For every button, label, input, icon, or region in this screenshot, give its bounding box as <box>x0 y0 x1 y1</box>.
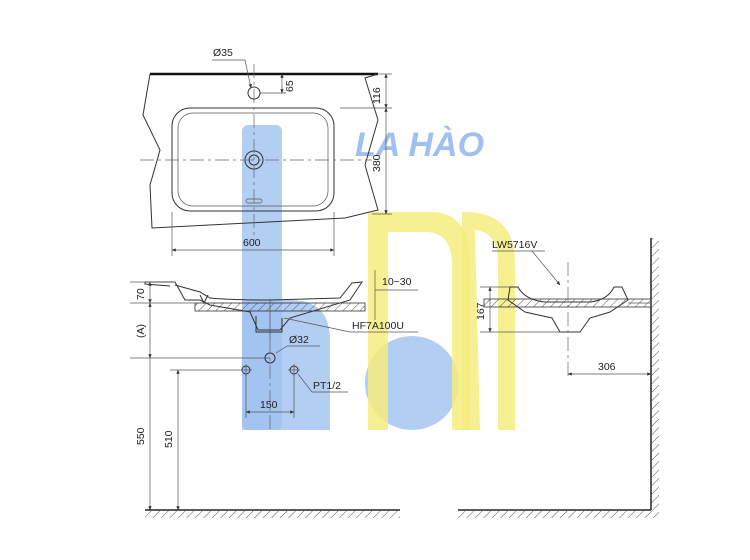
watermark-yellow-arch <box>368 212 470 430</box>
wall-offset-label: 306 <box>598 361 616 373</box>
floor-hatch-right <box>458 510 659 518</box>
total-height-label: 550 <box>135 427 147 445</box>
rim-height-label: 70 <box>135 288 147 300</box>
section-view: LW5716V 167 306 <box>458 238 659 518</box>
bowl-inner-lip <box>177 112 329 207</box>
side-view: 70 (A) 10~30 HF7A100U Ø32 PT1/2 150 <box>130 270 418 518</box>
basin-code-leader <box>531 250 561 286</box>
drain-dia-leader <box>275 345 288 354</box>
thread-label: PT1/2 <box>313 380 341 392</box>
basin-rim-left <box>144 282 171 287</box>
tap-symbol <box>199 294 209 305</box>
width-label: 600 <box>243 237 261 249</box>
basin-height-label: 167 <box>475 302 487 320</box>
wall-hatch <box>651 238 659 510</box>
inlet-height-label: 510 <box>163 430 175 448</box>
drain-body <box>255 316 283 333</box>
watermark-blue-block <box>242 300 330 430</box>
watermark-yellow-arch-2 <box>462 212 515 430</box>
basin-code-label: LW5716V <box>492 239 537 251</box>
variable-label: (A) <box>135 324 147 338</box>
counter-thk-label: 10~30 <box>382 276 412 288</box>
top-depth-label: 116 <box>371 87 383 104</box>
watermark-text: LA HÀO <box>355 126 484 164</box>
inlet-spacing-label: 150 <box>260 399 278 411</box>
basin-outline-top <box>142 73 379 229</box>
drain-dia-label: Ø32 <box>289 334 309 346</box>
watermark-blue-dot <box>365 336 459 430</box>
top-view: Ø35 65 116 380 600 <box>140 47 392 256</box>
hole-offset-label: 65 <box>284 80 296 92</box>
floor-hatch-left <box>145 510 400 518</box>
hole-dia-label: Ø35 <box>213 47 233 59</box>
thread-leader <box>297 373 313 393</box>
hole-dia-leader-arrow <box>244 59 252 89</box>
basin-section-profile <box>507 286 629 333</box>
drain-code-leader <box>283 317 351 333</box>
basin-side-profile <box>145 281 364 331</box>
drain-code-label: HF7A100U <box>352 320 404 332</box>
bowl-depth-label: 380 <box>371 154 383 172</box>
countertop-section <box>194 302 366 312</box>
bowl-inner-outline <box>171 107 335 212</box>
